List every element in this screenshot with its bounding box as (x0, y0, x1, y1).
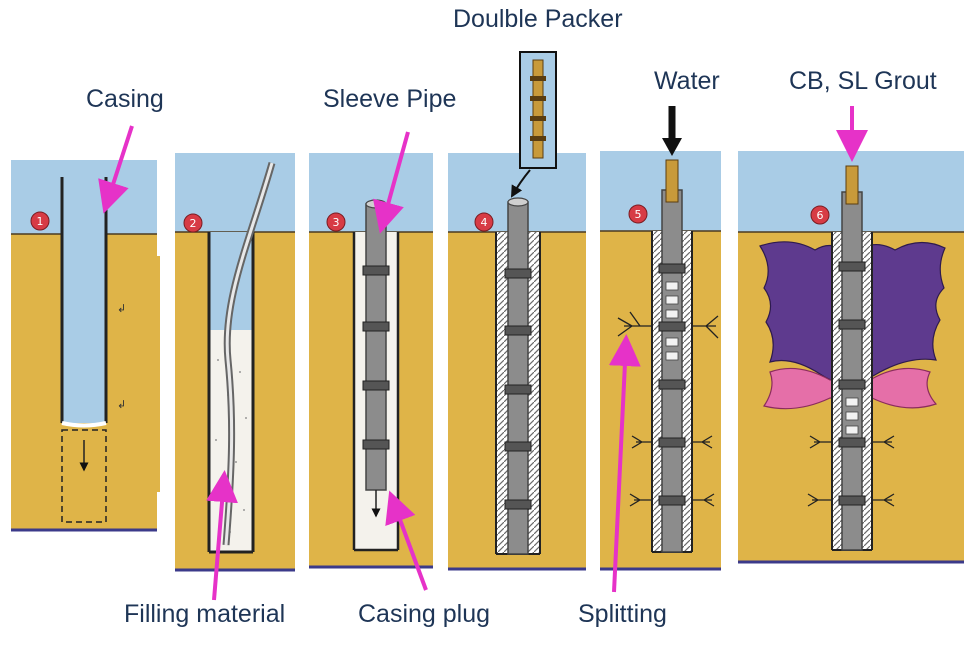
step-marker-4 (474, 212, 494, 232)
step-marker-5 (628, 204, 648, 224)
packer-pointer (511, 169, 531, 198)
filling-material-arrow (206, 470, 238, 601)
step-number-5: 5 (635, 208, 642, 221)
split-fractures (617, 311, 719, 507)
panel-4-double-packer: 4 (448, 51, 586, 571)
panel-2-filling: 2 (175, 153, 295, 572)
packer-segments (665, 281, 679, 361)
sky (600, 151, 721, 231)
label-water: Water (654, 67, 720, 95)
packer-segments (845, 397, 859, 435)
step-marker-3 (326, 212, 346, 232)
sleeve-rubber-bands (362, 265, 390, 450)
sleeve-rubber-bands (838, 261, 866, 506)
sleeve-pipe-arrow (372, 131, 410, 234)
step-number-4: 4 (481, 216, 488, 229)
svg-text:↲: ↲ (117, 302, 126, 315)
packer-stem (665, 159, 679, 203)
label-filling-material: Filling material (124, 600, 286, 628)
step-marker-6 (810, 205, 830, 225)
soil-notch (140, 256, 160, 492)
panel-5-splitting: 5 (600, 106, 721, 571)
label-splitting: Splitting (578, 600, 667, 628)
casing-bore (62, 177, 106, 423)
label-sleeve-pipe: Sleeve Pipe (323, 85, 457, 113)
panel-3-sleeve-pipe: 3 (309, 153, 433, 569)
svg-text:↲: ↲ (117, 398, 126, 411)
step-marker-2 (183, 213, 203, 233)
label-casing: Casing (86, 85, 164, 113)
casing-arrow (98, 125, 134, 214)
label-casing-plug: Casing plug (358, 600, 491, 628)
splitting-arrow (608, 334, 641, 593)
step-number-2: 2 (190, 217, 197, 230)
casing-future-outline (61, 429, 107, 523)
step-number-3: 3 (333, 216, 340, 229)
step-number-6: 6 (817, 209, 824, 222)
sleeve-rubber-bands (504, 268, 532, 510)
label-double-packer: Doulble Packer (453, 5, 623, 33)
panel-6-grout: 6 (738, 151, 964, 564)
step-number-1: 1 (37, 215, 44, 228)
split-fractures (807, 435, 895, 507)
packer-tool (532, 59, 544, 159)
panel-1-casing: ↲ ↲ 1 (11, 160, 160, 532)
label-grout: CB, SL Grout (789, 67, 937, 95)
sleeve-rubber-bands (658, 263, 686, 506)
step-marker-1 (30, 211, 50, 231)
packer-stem (845, 165, 859, 205)
casing-plug-arrow (385, 490, 428, 591)
callout-arrows (98, 106, 868, 601)
